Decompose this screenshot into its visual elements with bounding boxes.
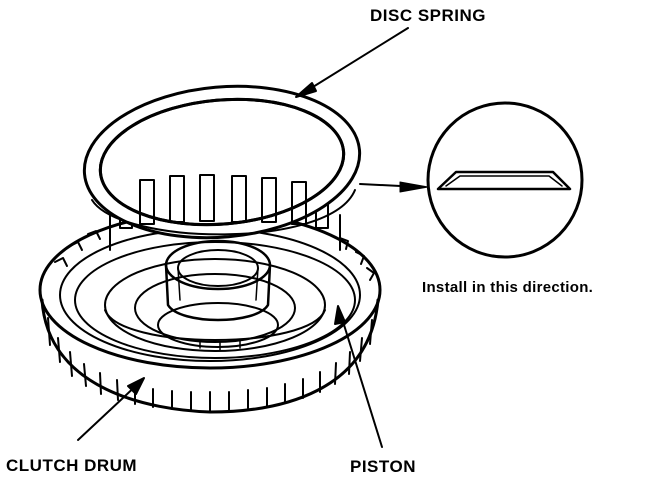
install-direction-note: Install in this direction. xyxy=(422,279,594,296)
piston-arrow xyxy=(339,311,383,448)
clutch-drum-label: CLUTCH DRUM xyxy=(6,456,138,475)
disc-spring-arrow xyxy=(299,27,409,96)
piston xyxy=(74,241,356,359)
spring-cross-section xyxy=(436,170,572,191)
detail-circle xyxy=(359,101,584,259)
disc-spring xyxy=(82,84,362,240)
center-hub xyxy=(157,239,279,351)
piston-label: PISTON xyxy=(350,457,416,476)
leader-arrows xyxy=(77,27,409,448)
clutch-drum-arrow xyxy=(77,381,141,441)
disc-spring-label: DISC SPRING xyxy=(370,6,487,25)
